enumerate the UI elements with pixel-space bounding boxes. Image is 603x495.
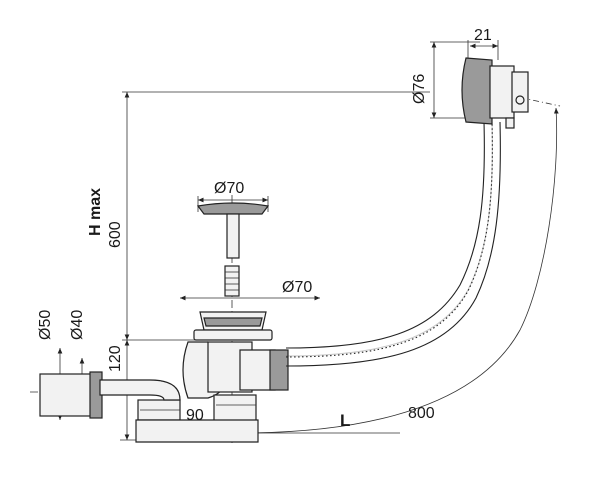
label-dia-plug: Ø70 — [214, 180, 244, 197]
waste-body — [135, 311, 289, 443]
flexible-hose — [285, 121, 501, 367]
label-dia-50: Ø50 — [37, 310, 54, 340]
label-l-800: 800 — [408, 405, 435, 422]
label-w-90: 90 — [186, 407, 204, 424]
label-dia-overflow: Ø76 — [411, 74, 428, 104]
label-dia-40: Ø40 — [69, 310, 86, 340]
label-dia-flange: Ø70 — [282, 279, 312, 296]
plug-assembly — [196, 202, 270, 297]
overflow-assembly — [461, 57, 529, 129]
label-h-120: 120 — [107, 345, 124, 372]
label-l: L — [340, 411, 350, 430]
outlet-pipe — [39, 371, 181, 419]
dimension-labels: Ø76 21 Ø70 Ø70 H max 600 Ø50 Ø40 120 90 … — [37, 27, 492, 430]
label-width-overflow: 21 — [474, 27, 492, 44]
label-h-600: 600 — [107, 221, 124, 248]
label-h-max: H max — [87, 188, 104, 236]
